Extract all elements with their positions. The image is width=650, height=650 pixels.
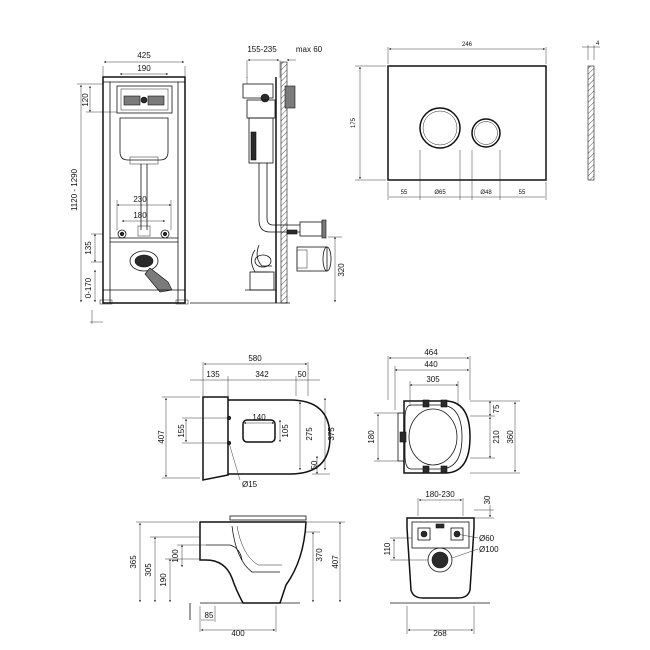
wall: [280, 61, 288, 304]
dim-plate-thickness: 4: [596, 41, 600, 47]
dim-top-offset: 120: [81, 93, 90, 107]
dim-bowl-seg-b: 342: [255, 370, 269, 379]
dim-rear-bolt-range: 180-230: [425, 490, 455, 499]
seat-opening: [408, 408, 458, 466]
dim-frame-height: 1120 - 1290: [70, 168, 79, 211]
dim-seat-outer: 464: [424, 348, 438, 357]
dim-375: 375: [327, 427, 336, 441]
flush-plate-view: 246 175 4 55 Ø65 Ø48 55: [351, 41, 600, 200]
flush-plate: [387, 65, 547, 181]
dim-small-button: Ø48: [480, 190, 492, 196]
dim-360: 360: [506, 430, 515, 444]
bowl-rear-outline: [406, 517, 475, 599]
dim-rear-inlet: Ø60: [479, 534, 495, 543]
left-bolt-hole: [117, 229, 127, 239]
dim-rear-outlet-height: 110: [383, 542, 392, 555]
dim-bowl-width: 407: [157, 430, 166, 444]
dim-seat-mid: 440: [424, 360, 438, 369]
dim-plate-width: 246: [462, 42, 473, 48]
cistern: [119, 117, 169, 161]
dim-bolt-outer: 230: [133, 195, 147, 204]
cistern-side: [248, 117, 274, 164]
dim-210: 210: [492, 430, 501, 444]
dim-50: 50: [310, 460, 319, 469]
bowl-side-view: 365 305 190 100 370 407 85 400: [129, 515, 345, 638]
dim-foot-range: 0-170: [84, 277, 93, 298]
big-flush-button: [419, 107, 461, 149]
dim-inner-width: 140: [252, 413, 266, 422]
dim-side-h2: 305: [144, 563, 153, 577]
bowl-inner-opening: [242, 419, 276, 443]
dim-outlet-height: 320: [337, 263, 346, 277]
dim-side-h5: 370: [315, 548, 324, 562]
dim-75: 75: [492, 404, 501, 413]
dim-frame-width: 425: [137, 51, 151, 60]
dim-rear-top: 30: [483, 495, 492, 504]
dim-side-h6: 407: [331, 555, 340, 569]
dim-frame-top-width: 190: [137, 64, 151, 73]
seat-top-view: 464 440 305 180 75 210 360: [367, 348, 520, 474]
dim-side-h3: 190: [159, 573, 168, 587]
dim-275: 275: [305, 427, 314, 441]
plate-side-profile: [587, 65, 595, 181]
dim-side-h4: 100: [171, 549, 180, 563]
bowl-side-outline: [199, 521, 307, 604]
dim-big-button: Ø65: [434, 190, 446, 196]
dim-max-offset: max 60: [296, 45, 323, 54]
dim-inner-height: 105: [281, 424, 290, 438]
small-flush-button: [471, 118, 501, 148]
bowl-top-view: 580 135 342 50 407 155 140 105 275 375 5…: [157, 354, 336, 489]
right-bolt-hole: [160, 229, 170, 239]
dim-rear-outlet: Ø100: [479, 545, 499, 554]
dim-seat-inner: 305: [426, 375, 440, 384]
dim-bowl-length: 580: [248, 354, 262, 363]
drain-outlet: [129, 250, 159, 272]
dim-rear-width: 268: [433, 629, 447, 638]
dim-hole-spacing: 155: [177, 424, 186, 438]
seat-outline: [403, 400, 471, 474]
dim-plate-height: 175: [351, 117, 357, 128]
dim-bolt-inner: 180: [133, 211, 147, 220]
dim-side-h1: 365: [129, 555, 138, 569]
dim-drain-height: 135: [84, 241, 93, 255]
bowl-rear-view: 180-230 30 110 Ø60 Ø100 268: [383, 490, 499, 638]
frame-side-view: 155-235 max 60 320: [242, 45, 346, 304]
frame-front-view: 425 190 1120 - 1290 120 230 180 135 0-17…: [70, 51, 189, 324]
top-bracket: [116, 85, 173, 114]
dim-side-base: 85: [205, 611, 214, 620]
bowl-outline: [228, 399, 331, 475]
frame-outline: [102, 76, 186, 304]
dim-hinge: 180: [367, 430, 376, 444]
outlet-pipe: [296, 246, 328, 272]
dim-side-length: 400: [231, 629, 245, 638]
dim-plate-right-margin: 55: [519, 190, 526, 196]
dim-depth-range: 155-235: [247, 45, 277, 54]
dim-bowl-seg-a: 135: [206, 370, 220, 379]
dim-hole-diameter: Ø15: [242, 480, 258, 489]
dim-bowl-seg-c: 50: [298, 370, 307, 379]
dim-plate-left-margin: 55: [401, 190, 408, 196]
